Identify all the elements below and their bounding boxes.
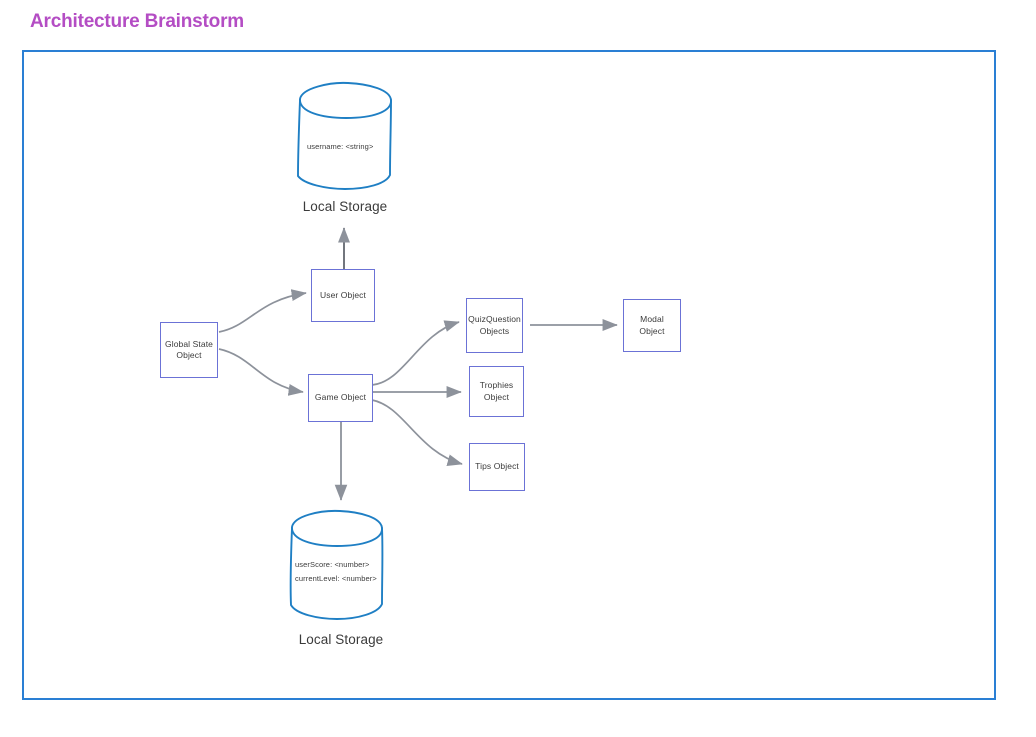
local-storage-user-caption: Local Storage (302, 199, 388, 214)
node-modal-object-line1: Modal (640, 314, 664, 325)
local-storage-user-field-0: username: <string> (307, 142, 374, 151)
page-title: Architecture Brainstorm (30, 11, 244, 32)
node-quizquestion-objects-line2: Objects (479, 325, 510, 336)
local-storage-game-caption: Local Storage (298, 632, 384, 647)
node-global-state-object-line2: Object (176, 350, 202, 360)
node-user-object-line1: User Object (320, 289, 366, 300)
node-game-object[interactable]: Game Object (308, 374, 373, 422)
local-storage-game-field-1: currentLevel: <number> (295, 574, 377, 584)
local-storage-game-field-0: userScore: <number> (295, 560, 370, 569)
local-storage-game-fields: userScore: <number> currentLevel: <numbe… (295, 558, 395, 587)
node-quizquestion-objects-line1: QuizQuestion (468, 314, 521, 325)
node-user-object[interactable]: User Object (311, 269, 375, 322)
node-trophies-object-line2: Object (483, 391, 510, 402)
node-global-state-object-line1: Global State (165, 338, 213, 349)
node-trophies-object-line1: Trophies (479, 380, 514, 391)
node-modal-object[interactable]: Modal Object (623, 299, 681, 352)
node-tips-object[interactable]: Tips Object (469, 443, 525, 491)
local-storage-user-fields: username: <string> (307, 140, 387, 154)
node-global-state-object[interactable]: Global State Object (160, 322, 218, 378)
node-trophies-object[interactable]: Trophies Object (469, 366, 524, 417)
node-quizquestion-objects[interactable]: QuizQuestion Objects (466, 298, 523, 353)
node-game-object-line1: Game Object (314, 392, 367, 403)
node-tips-object-line1: Tips Object (475, 461, 519, 472)
node-modal-object-line2: Object (639, 325, 665, 336)
